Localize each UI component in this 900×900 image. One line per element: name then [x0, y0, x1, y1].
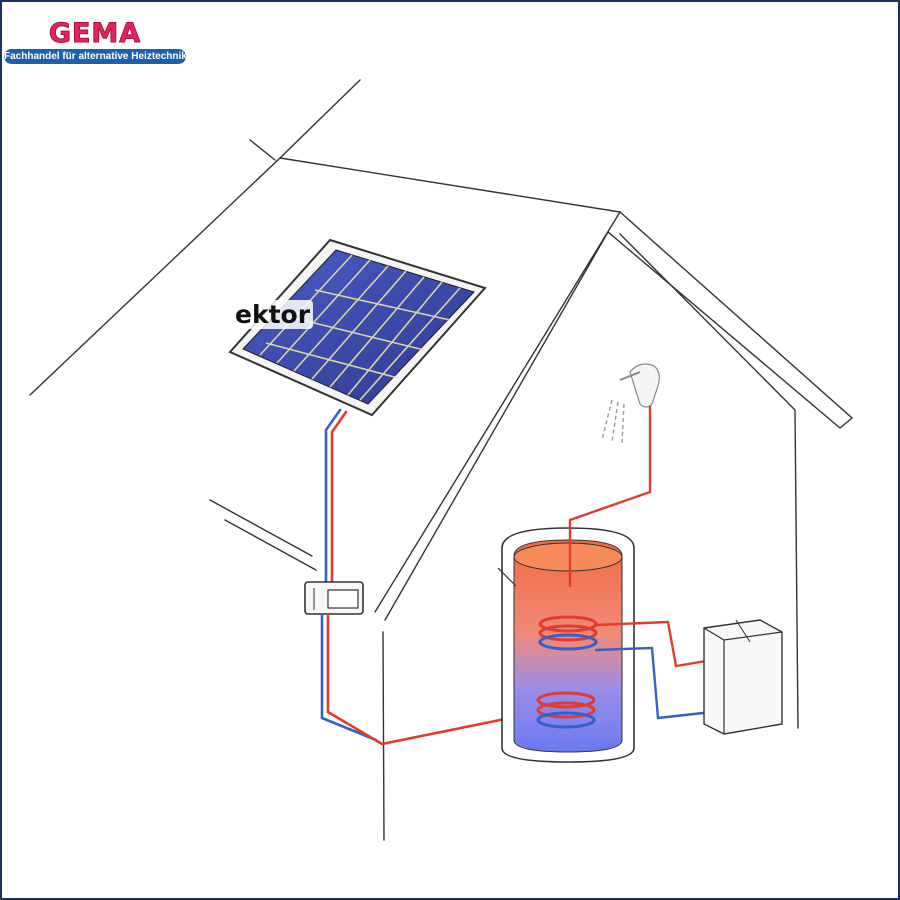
controller-box [304, 581, 364, 615]
gable-wall-right [619, 233, 799, 729]
roof-eave-lower-left [209, 499, 313, 557]
gable-roof-right [384, 211, 854, 621]
hot-water-tank [497, 527, 635, 763]
logo-wordmark: GEMA [48, 18, 142, 50]
collector-pipes [324, 408, 348, 594]
collector-label: ektor [232, 300, 314, 329]
pipe-to-tank-cold [320, 613, 378, 742]
gema-logo: GEMA Fachhandel für alternative Heiztech… [4, 18, 186, 66]
circuit-pipes [320, 613, 534, 746]
boiler-pipes [594, 620, 714, 720]
shower-icon [601, 363, 660, 445]
roof-eave-left [29, 157, 281, 396]
roof-eave-lower-left-2 [224, 519, 317, 571]
roof-ridge-back [278, 79, 621, 213]
house-outline [29, 79, 854, 841]
lower-coil [536, 691, 596, 719]
house-corner-line [382, 631, 385, 841]
shower-supply-pipe [568, 403, 652, 588]
roof-corner-detail [249, 139, 276, 161]
logo-tagline: Fachhandel für alternative Heiztechnik [4, 49, 186, 64]
collector-flow-pipe [330, 410, 348, 594]
collector-return-pipe [324, 408, 342, 594]
roof-edge-left-slope [374, 211, 621, 613]
boiler-unit [703, 619, 783, 735]
